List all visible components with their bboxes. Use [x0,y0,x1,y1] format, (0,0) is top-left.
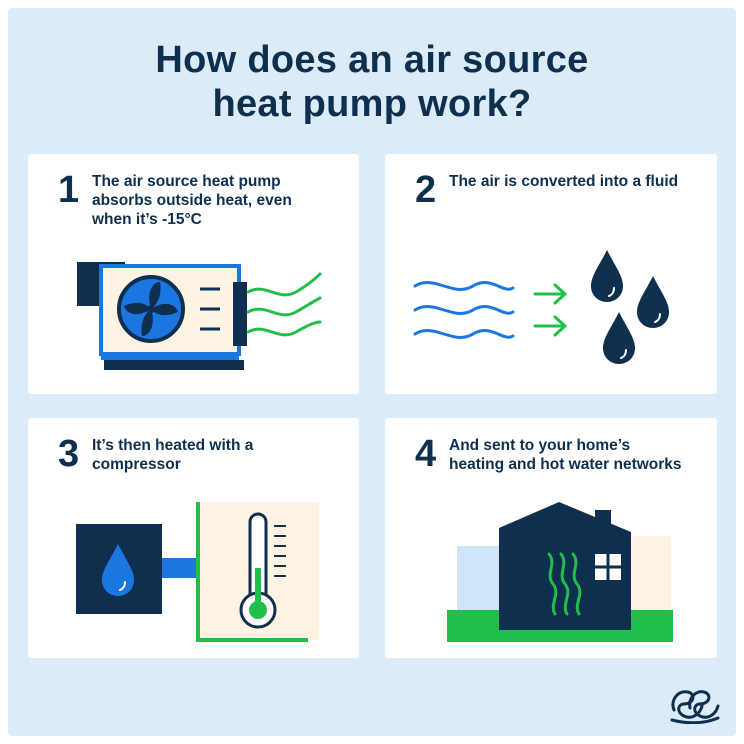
infographic-background: How does an air source heat pump work? 1… [8,8,736,736]
step-card-4: 4 And sent to your home’s heating and ho… [385,418,717,658]
step-text: The air source heat pump absorbs outside… [92,173,292,228]
step-number: 3 [58,433,80,475]
compressor-thermometer-icon [76,502,319,642]
step-card-2: 2 The air is converted into a fluid [385,154,717,394]
heat-pump-unit-icon [77,262,322,370]
house-heating-icon [447,502,673,642]
title-line-1: How does an air source [155,39,589,81]
step-number: 1 [58,169,80,211]
brand-logo-icon [670,690,720,724]
step-card-3: 3 It’s then heated with a compressor [28,418,359,658]
step-number: 2 [415,169,437,211]
step-card-1: 1 The air source heat pump absorbs outsi… [28,154,359,394]
step-number: 4 [415,433,437,475]
step-text: It’s then heated with a compressor [92,437,254,473]
step-text: And sent to your home’s heating and hot … [449,437,682,473]
title-line-2: heat pump work? [212,83,532,125]
step-text: The air is converted into a fluid [449,173,679,190]
air-to-fluid-icon [413,250,669,364]
page-title: How does an air source heat pump work? [8,38,736,126]
